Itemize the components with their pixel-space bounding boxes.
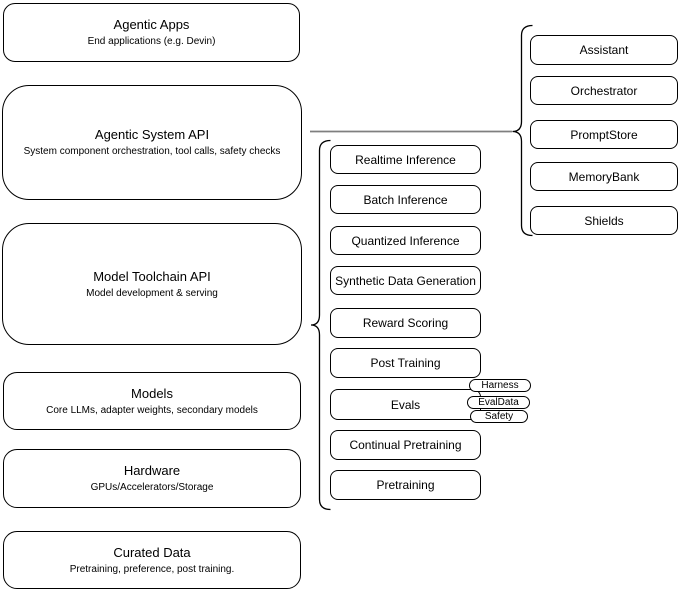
layer-box-model-toolchain-api: Model Toolchain API Model development & … — [2, 223, 302, 345]
component-box-memorybank: MemoryBank — [530, 162, 678, 191]
layer-title: Agentic Apps — [113, 17, 190, 32]
layer-subtitle: Pretraining, preference, post training. — [69, 563, 235, 575]
layer-subtitle: System component orchestration, tool cal… — [23, 146, 281, 157]
layer-box-curated-data: Curated Data Pretraining, preference, po… — [3, 531, 301, 589]
eval-tag-harness: Harness — [469, 379, 531, 392]
layer-box-agentic-system-api: Agentic System API System component orch… — [2, 85, 302, 200]
toolchain-box-quantized-inference: Quantized Inference — [330, 226, 481, 255]
component-box-orchestrator: Orchestrator — [530, 76, 678, 105]
layer-title: Model Toolchain API — [93, 268, 211, 284]
toolchain-box-batch-inference: Batch Inference — [330, 185, 481, 214]
layer-title: Models — [131, 385, 173, 401]
layer-box-models: Models Core LLMs, adapter weights, secon… — [3, 372, 301, 430]
layer-title: Hardware — [123, 463, 181, 478]
layer-title: Agentic System API — [94, 127, 210, 142]
layer-box-hardware: Hardware GPUs/Accelerators/Storage — [3, 449, 301, 508]
component-box-shields: Shields — [530, 206, 678, 235]
layer-subtitle: Core LLMs, adapter weights, secondary mo… — [46, 404, 258, 416]
component-box-promptstore: PromptStore — [530, 120, 678, 149]
toolchain-box-post-training: Post Training — [330, 348, 481, 378]
toolchain-box-synthetic-data-generation: Synthetic Data Generation — [330, 266, 481, 295]
toolchain-brace — [310, 139, 331, 511]
layer-box-agentic-apps: Agentic Apps End applications (e.g. Devi… — [3, 3, 300, 62]
layer-subtitle: Model development & serving — [86, 287, 218, 299]
toolchain-box-evals: Evals — [330, 389, 481, 420]
eval-tag-evaldata: EvalData — [467, 396, 530, 409]
toolchain-box-pretraining: Pretraining — [330, 470, 481, 500]
component-box-assistant: Assistant — [530, 35, 678, 65]
layer-title: Curated Data — [113, 544, 191, 560]
toolchain-box-reward-scoring: Reward Scoring — [330, 308, 481, 338]
toolchain-box-continual-pretraining: Continual Pretraining — [330, 430, 481, 460]
eval-tag-safety: Safety — [470, 410, 528, 423]
layer-subtitle: GPUs/Accelerators/Storage — [90, 482, 214, 493]
toolchain-box-realtime-inference: Realtime Inference — [330, 145, 481, 174]
layer-subtitle: End applications (e.g. Devin) — [87, 36, 216, 47]
